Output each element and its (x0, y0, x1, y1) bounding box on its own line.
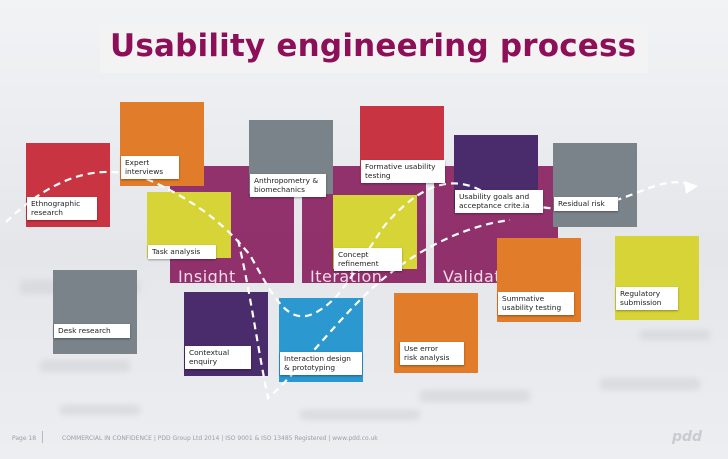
step-label-expert-interviews: Expert interviews (121, 156, 179, 179)
step-label-usability-goals: Usability goals and acceptance crite.ia (455, 190, 543, 213)
step-label-concept-refinement: Concept refinement (334, 248, 402, 271)
step-square-desk-research (53, 270, 137, 354)
step-label-use-error: Use error risk analysis (400, 342, 464, 365)
step-label-desk-research: Desk research (54, 324, 130, 338)
background-decoration (640, 330, 710, 340)
background-decoration (420, 390, 530, 402)
stage-label-iteration: Iteration (310, 267, 383, 286)
step-label-ethnographic-research: Ethnographic research (27, 197, 97, 220)
step-label-summative-testing: Summative usability testing (498, 292, 574, 315)
background-decoration (600, 378, 700, 390)
step-label-contextual-enquiry: Contextual enquiry (185, 346, 251, 369)
footer-divider (42, 431, 43, 443)
step-label-formative-testing: Formative usability testing (361, 160, 445, 183)
footer-confidentiality: COMMERCIAL IN CONFIDENCE | PDD Group Ltd… (62, 435, 378, 442)
background-decoration (60, 405, 140, 415)
step-square-residual-risk (553, 143, 637, 227)
background-decoration (300, 410, 420, 420)
page-title: Usability engineering process (110, 28, 637, 64)
step-label-regulatory-submission: Regulatory submission (616, 287, 678, 310)
page-number: Page 18 (12, 435, 37, 442)
title-bar: Usability engineering process (100, 23, 648, 73)
pdd-logo: pdd (672, 429, 703, 445)
step-label-interaction-design: Interaction design & prototyping (280, 352, 362, 375)
step-label-residual-risk: Residual risk (554, 197, 618, 211)
stage-label-insight: Insight (178, 267, 236, 286)
footer: Page 18 COMMERCIAL IN CONFIDENCE | PDD G… (0, 429, 728, 459)
background-decoration (40, 360, 130, 372)
step-label-task-analysis: Task analysis (148, 245, 216, 259)
step-label-anthropometry: Anthropometry & biomechanics (250, 174, 326, 197)
